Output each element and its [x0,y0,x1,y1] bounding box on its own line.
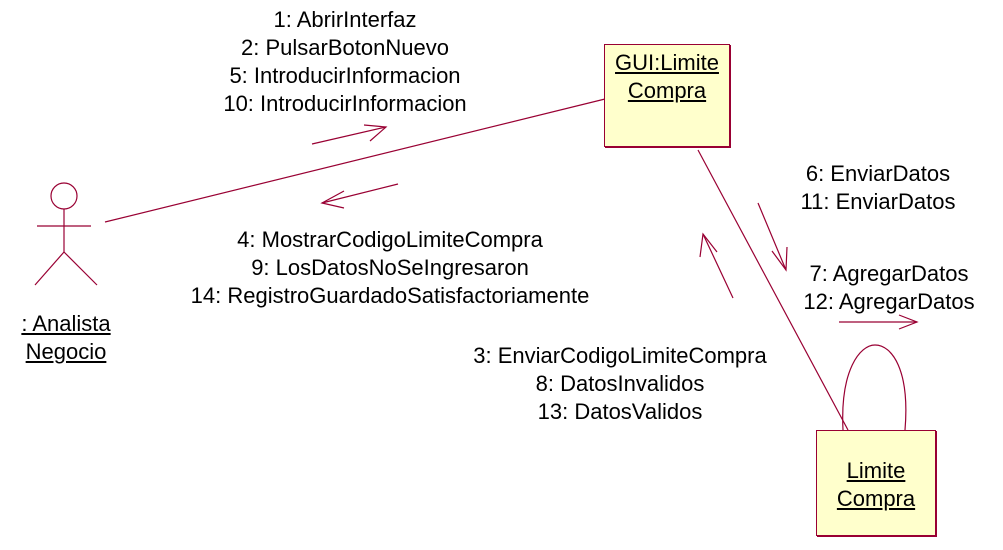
message-label: 3: EnviarCodigoLimiteCompra [473,343,767,368]
arrow-actor-to-gui [311,124,388,145]
messages-gui-to-limite: 6: EnviarDatos 11: EnviarDatos [778,160,978,216]
object-gui-label-line2: Compra [627,78,707,103]
message-label: 14: RegistroGuardadoSatisfactoriamente [190,283,590,308]
messages-limite-to-gui: 3: EnviarCodigoLimiteCompra 8: DatosInva… [440,342,800,426]
arrow-gui-to-actor [320,183,399,209]
actor-label: : Analista Negocio [8,310,124,366]
message-label: 10: IntroducirInformacion [223,91,467,116]
message-label: 1: AbrirInterfaz [273,7,417,32]
arrow-limite-self [839,314,919,330]
message-label: 9: LosDatosNoSeIngresaron [251,255,529,280]
arrow-gui-to-limite [757,202,788,272]
message-label: 11: EnviarDatos [800,189,956,214]
messages-gui-to-actor: 4: MostrarCodigoLimiteCompra 9: LosDatos… [150,226,630,310]
message-label: 7: AgregarDatos [809,261,969,286]
message-label: 8: DatosInvalidos [535,371,705,396]
message-label: 5: IntroducirInformacion [229,63,461,88]
link-gui-limite[interactable] [697,149,849,431]
object-limite-label-line2: Compra [836,486,916,511]
object-gui-label-line1: GUI:Limite [615,50,719,75]
object-limite-compra[interactable]: Limite Compra [816,430,936,536]
message-label: 2: PulsarBotonNuevo [241,35,449,60]
message-label: 6: EnviarDatos [805,161,951,186]
actor-label-line1: : Analista [21,311,111,336]
messages-actor-to-gui: 1: AbrirInterfaz 2: PulsarBotonNuevo 5: … [195,6,495,118]
link-actor-gui[interactable] [104,98,606,223]
messages-limite-self: 7: AgregarDatos 12: AgregarDatos [794,260,984,316]
message-label: 4: MostrarCodigoLimiteCompra [237,227,543,252]
arrow-limite-to-gui [699,232,734,299]
message-label: 12: AgregarDatos [803,289,975,314]
actor-label-line2: Negocio [25,339,107,364]
actor-figure[interactable] [34,182,98,286]
self-link-limite[interactable] [842,344,907,431]
message-label: 13: DatosValidos [537,399,703,424]
object-gui-limite-compra[interactable]: GUI:Limite Compra [604,44,730,147]
object-limite-label-line1: Limite [846,458,906,483]
